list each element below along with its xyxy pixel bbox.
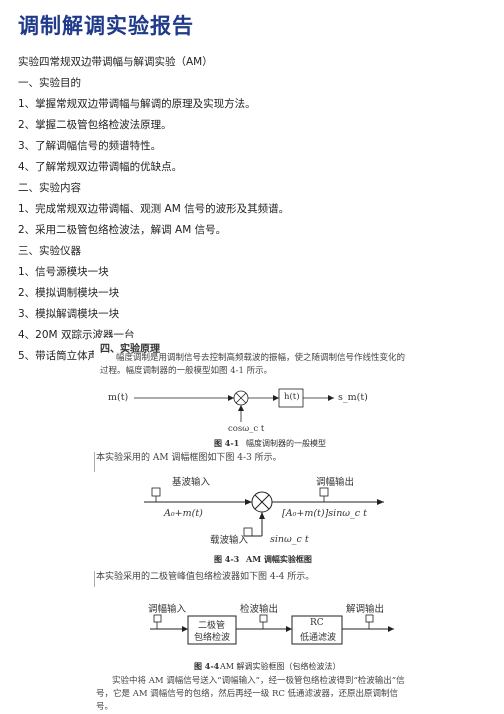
section-heading: 三、实验仪器	[18, 245, 81, 257]
demod-output-label: 解调输出	[346, 604, 385, 615]
list-item: 4、了解常规双边带调幅的优缺点。	[18, 161, 183, 173]
carrier-input-label: 载波输入	[210, 535, 249, 546]
modulated-output-label: 调幅输出	[316, 477, 355, 488]
figure-4-4-panel: 本实验采用的二极管峰值包络检波器如下图 4-4 所示。 调幅输入 检波输出 解调…	[94, 571, 410, 712]
list-item: 1、信号源模块一块	[18, 266, 109, 278]
sum-expression: A₀+m(t)	[164, 508, 203, 519]
figure-caption-number: 图 4-3	[214, 554, 240, 564]
diode-block-label: 包络检波	[194, 633, 231, 643]
envelope-detector-diagram	[150, 614, 394, 645]
baseband-input-label: 基波输入	[172, 477, 211, 488]
section-heading: 二、实验内容	[18, 182, 81, 194]
carrier-expression: sinω_c t	[270, 534, 309, 545]
divider	[94, 571, 95, 587]
principle-paragraph: 本实验采用的 AM 调幅框图如下图 4-3 所示。	[96, 453, 282, 463]
figure-caption: 幅度调制器的一般模型	[246, 439, 326, 448]
filter-label: h(t)	[284, 392, 300, 402]
rc-block-label: RC	[310, 618, 324, 628]
section-heading: 一、实验目的	[18, 77, 81, 89]
output-signal-label: s_m(t)	[338, 392, 368, 403]
list-item: 2、采用二极管包络检波法，解调 AM 信号。	[18, 224, 227, 236]
list-item: 1、掌握常规双边带调幅与解调的原理及实现方法。	[18, 98, 256, 110]
principle-paragraph: 实验中将 AM 调幅信号送入“调幅输入”，经一极管包络检波得到“检波输出”信号，…	[96, 676, 405, 712]
am-input-label: 调幅输入	[148, 604, 187, 615]
principle-paragraph: 幅度调制是用调制信号去控制高频载波的振幅，使之随调制信号作线性变化的过程。幅度调…	[100, 353, 406, 376]
principle-paragraph: 本实验采用的二极管峰值包络检波器如下图 4-4 所示。	[96, 572, 315, 582]
list-item: 3、了解调幅信号的频谱特性。	[18, 140, 162, 152]
figure-caption: AM 解调实验框图（包络检波法）	[220, 662, 341, 671]
experiment-title: 实验四常规双边带调幅与解调实验（AM）	[18, 56, 213, 68]
figure-4-3-panel: 本实验采用的 AM 调幅框图如下图 4-3 所示。 基波输入 调幅输出 A₀+m…	[94, 452, 410, 568]
list-item: 3、模拟解调模块一块	[18, 308, 120, 320]
figure-caption: AM 调幅实验框图	[246, 554, 312, 564]
list-item: 2、模拟调制模块一块	[18, 287, 120, 299]
section-heading: 四、实验原理	[100, 344, 160, 355]
am-modulation-diagram	[144, 487, 384, 537]
rc-block-label: 低通滤波	[300, 633, 337, 643]
modulator-model-diagram	[134, 388, 334, 422]
divider	[94, 452, 95, 472]
detector-output-label: 检波输出	[240, 604, 279, 615]
input-signal-label: m(t)	[108, 392, 129, 403]
page-title: 调制解调实验报告	[18, 14, 194, 38]
list-item: 1、完成常规双边带调幅、观测 AM 信号的波形及其频谱。	[18, 203, 290, 215]
figure-caption-number: 图 4-1	[214, 438, 240, 448]
figure-caption-number: 图 4-4	[194, 661, 220, 671]
figure-4-1-panel: 四、实验原理 幅度调制是用调制信号去控制高频载波的振幅，使之随调制信号作线性变化…	[94, 338, 410, 450]
carrier-label: cosω_c t	[228, 424, 265, 434]
output-expression: [A₀+m(t)]sinω_c t	[282, 508, 367, 519]
report-body: 实验四常规双边带调幅与解调实验（AM） 一、实验目的 1、掌握常规双边带调幅与解…	[18, 52, 488, 367]
diode-block-label: 二极管	[198, 621, 226, 631]
list-item: 2、掌握二极管包络检波法原理。	[18, 119, 172, 131]
